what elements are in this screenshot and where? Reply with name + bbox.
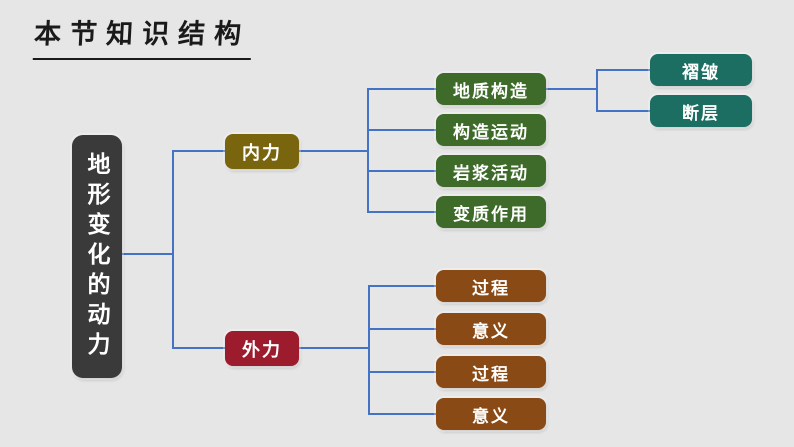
- connector-line: [368, 371, 436, 373]
- node-terrain-change-force: 地形变化的动力: [72, 135, 122, 378]
- connector-line: [367, 170, 436, 172]
- connector-line: [172, 150, 174, 349]
- connector-line: [596, 69, 650, 71]
- connector-line: [368, 413, 436, 415]
- connector-line: [367, 88, 369, 213]
- node-metamorphism: 变质作用: [436, 196, 546, 228]
- node-fault: 断层: [650, 95, 752, 127]
- slide-title: 本节知识结构: [32, 12, 254, 60]
- connector-line: [596, 69, 598, 112]
- node-external-force: 外力: [225, 331, 299, 366]
- node-process-1: 过程: [436, 270, 546, 302]
- connector-line: [546, 88, 598, 90]
- node-magmatic-activity: 岩浆活动: [436, 155, 546, 187]
- connector-line: [596, 110, 650, 112]
- node-internal-force: 内力: [225, 134, 299, 169]
- node-process-2: 过程: [436, 356, 546, 388]
- node-significance-2: 意义: [436, 398, 546, 430]
- node-geologic-structure: 地质构造: [436, 73, 546, 105]
- connector-line: [368, 285, 436, 287]
- node-significance-1: 意义: [436, 313, 546, 345]
- connector-line: [367, 129, 436, 131]
- connector-line: [122, 253, 174, 255]
- node-tectonic-movement: 构造运动: [436, 114, 546, 146]
- node-fold: 褶皱: [650, 54, 752, 86]
- connector-line: [367, 88, 436, 90]
- connector-line: [368, 285, 370, 415]
- connector-line: [367, 211, 436, 213]
- connector-line: [368, 328, 436, 330]
